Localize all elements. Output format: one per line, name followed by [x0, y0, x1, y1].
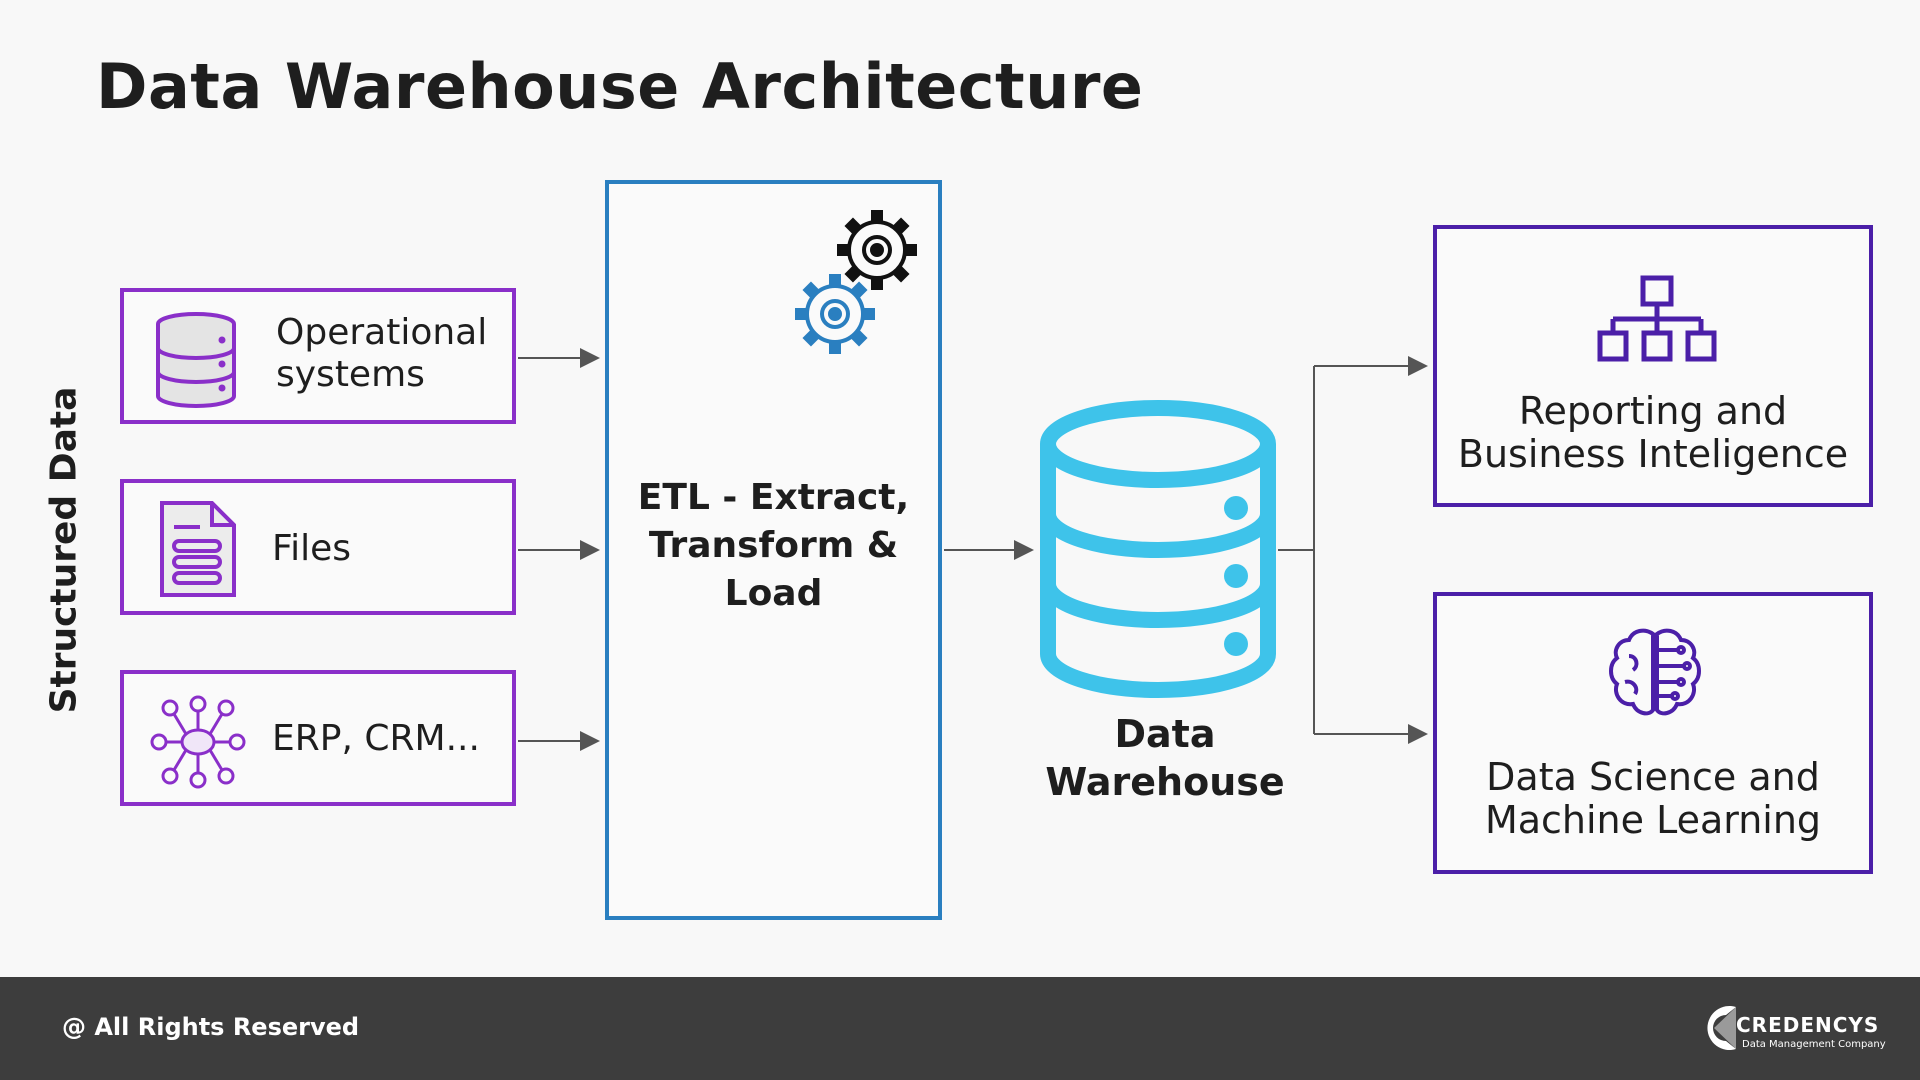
output-label: Reporting and Business Inteligence — [1457, 389, 1849, 476]
database-icon — [156, 312, 236, 408]
source-label: Files — [272, 528, 351, 569]
source-label: Operational systems — [276, 312, 488, 395]
rights-text: @ All Rights Reserved — [62, 1013, 360, 1041]
etl-label: ETL - Extract, Transform & Load — [637, 477, 910, 614]
credencys-logo-icon — [1707, 1006, 1736, 1050]
source-label: ERP, CRM... — [272, 718, 480, 759]
etl-box: ETL - Extract, Transform & Load — [605, 180, 942, 920]
warehouse-label: Data Warehouse — [1045, 712, 1285, 804]
brand-tagline: Data Management Company — [1742, 1039, 1886, 1050]
network-icon — [150, 695, 246, 789]
brain-icon — [1609, 628, 1701, 716]
source-files: Files — [120, 479, 516, 615]
page-title: Data Warehouse Architecture — [96, 50, 1144, 123]
footer: @ All Rights Reserved CREDENCYS Data Man… — [0, 977, 1920, 1080]
warehouse-database-icon — [1040, 400, 1276, 698]
source-erp-crm: ERP, CRM... — [120, 670, 516, 806]
output-label: Data Science and Machine Learning — [1484, 755, 1822, 842]
file-icon — [160, 501, 236, 597]
output-data-science-ml: Data Science and Machine Learning — [1433, 592, 1873, 874]
hierarchy-icon — [1597, 275, 1717, 362]
brand-name: CREDENCYS — [1736, 1013, 1880, 1037]
source-operational-systems: Operational systems — [120, 288, 516, 424]
output-reporting-bi: Reporting and Business Inteligence — [1433, 225, 1873, 507]
gears-icon — [795, 210, 917, 354]
